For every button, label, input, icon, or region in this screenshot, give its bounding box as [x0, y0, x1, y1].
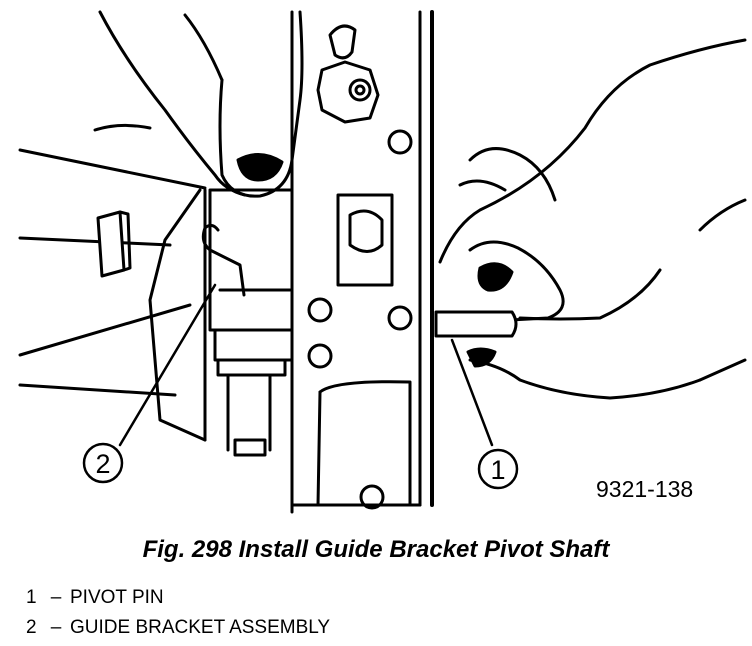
- left-hand: [98, 10, 304, 198]
- legend-number: 2: [26, 617, 37, 638]
- right-hand: [438, 38, 747, 400]
- callout-2-number: 2: [95, 449, 110, 479]
- figure-caption: Fig. 298 Install Guide Bracket Pivot Sha…: [142, 536, 610, 563]
- legend-number: 1: [26, 587, 37, 608]
- legend: 1–PIVOT PIN 2–GUIDE BRACKET ASSEMBLY: [26, 583, 330, 643]
- leader-line-1: [450, 338, 494, 447]
- callout-1-number: 1: [490, 455, 505, 485]
- callout-2-circle: [82, 442, 124, 484]
- legend-item: 1–PIVOT PIN: [26, 583, 330, 613]
- leader-line-2: [118, 283, 217, 447]
- legend-item: 2–GUIDE BRACKET ASSEMBLY: [26, 613, 330, 643]
- callout-1-circle: [477, 448, 519, 490]
- figure-code: 9321-138: [596, 476, 693, 502]
- legend-label: PIVOT PIN: [70, 587, 164, 608]
- legend-separator: –: [50, 587, 62, 608]
- pivot-pin: [434, 310, 518, 338]
- technical-illustration: 1 2 9321-138: [18, 10, 747, 514]
- transmission-housing: [18, 123, 207, 442]
- legend-separator: –: [50, 617, 62, 638]
- block-component: [96, 210, 132, 278]
- valve-body-plate: [290, 10, 422, 514]
- guide-bracket-assembly: [201, 188, 294, 457]
- legend-label: GUIDE BRACKET ASSEMBLY: [70, 617, 331, 638]
